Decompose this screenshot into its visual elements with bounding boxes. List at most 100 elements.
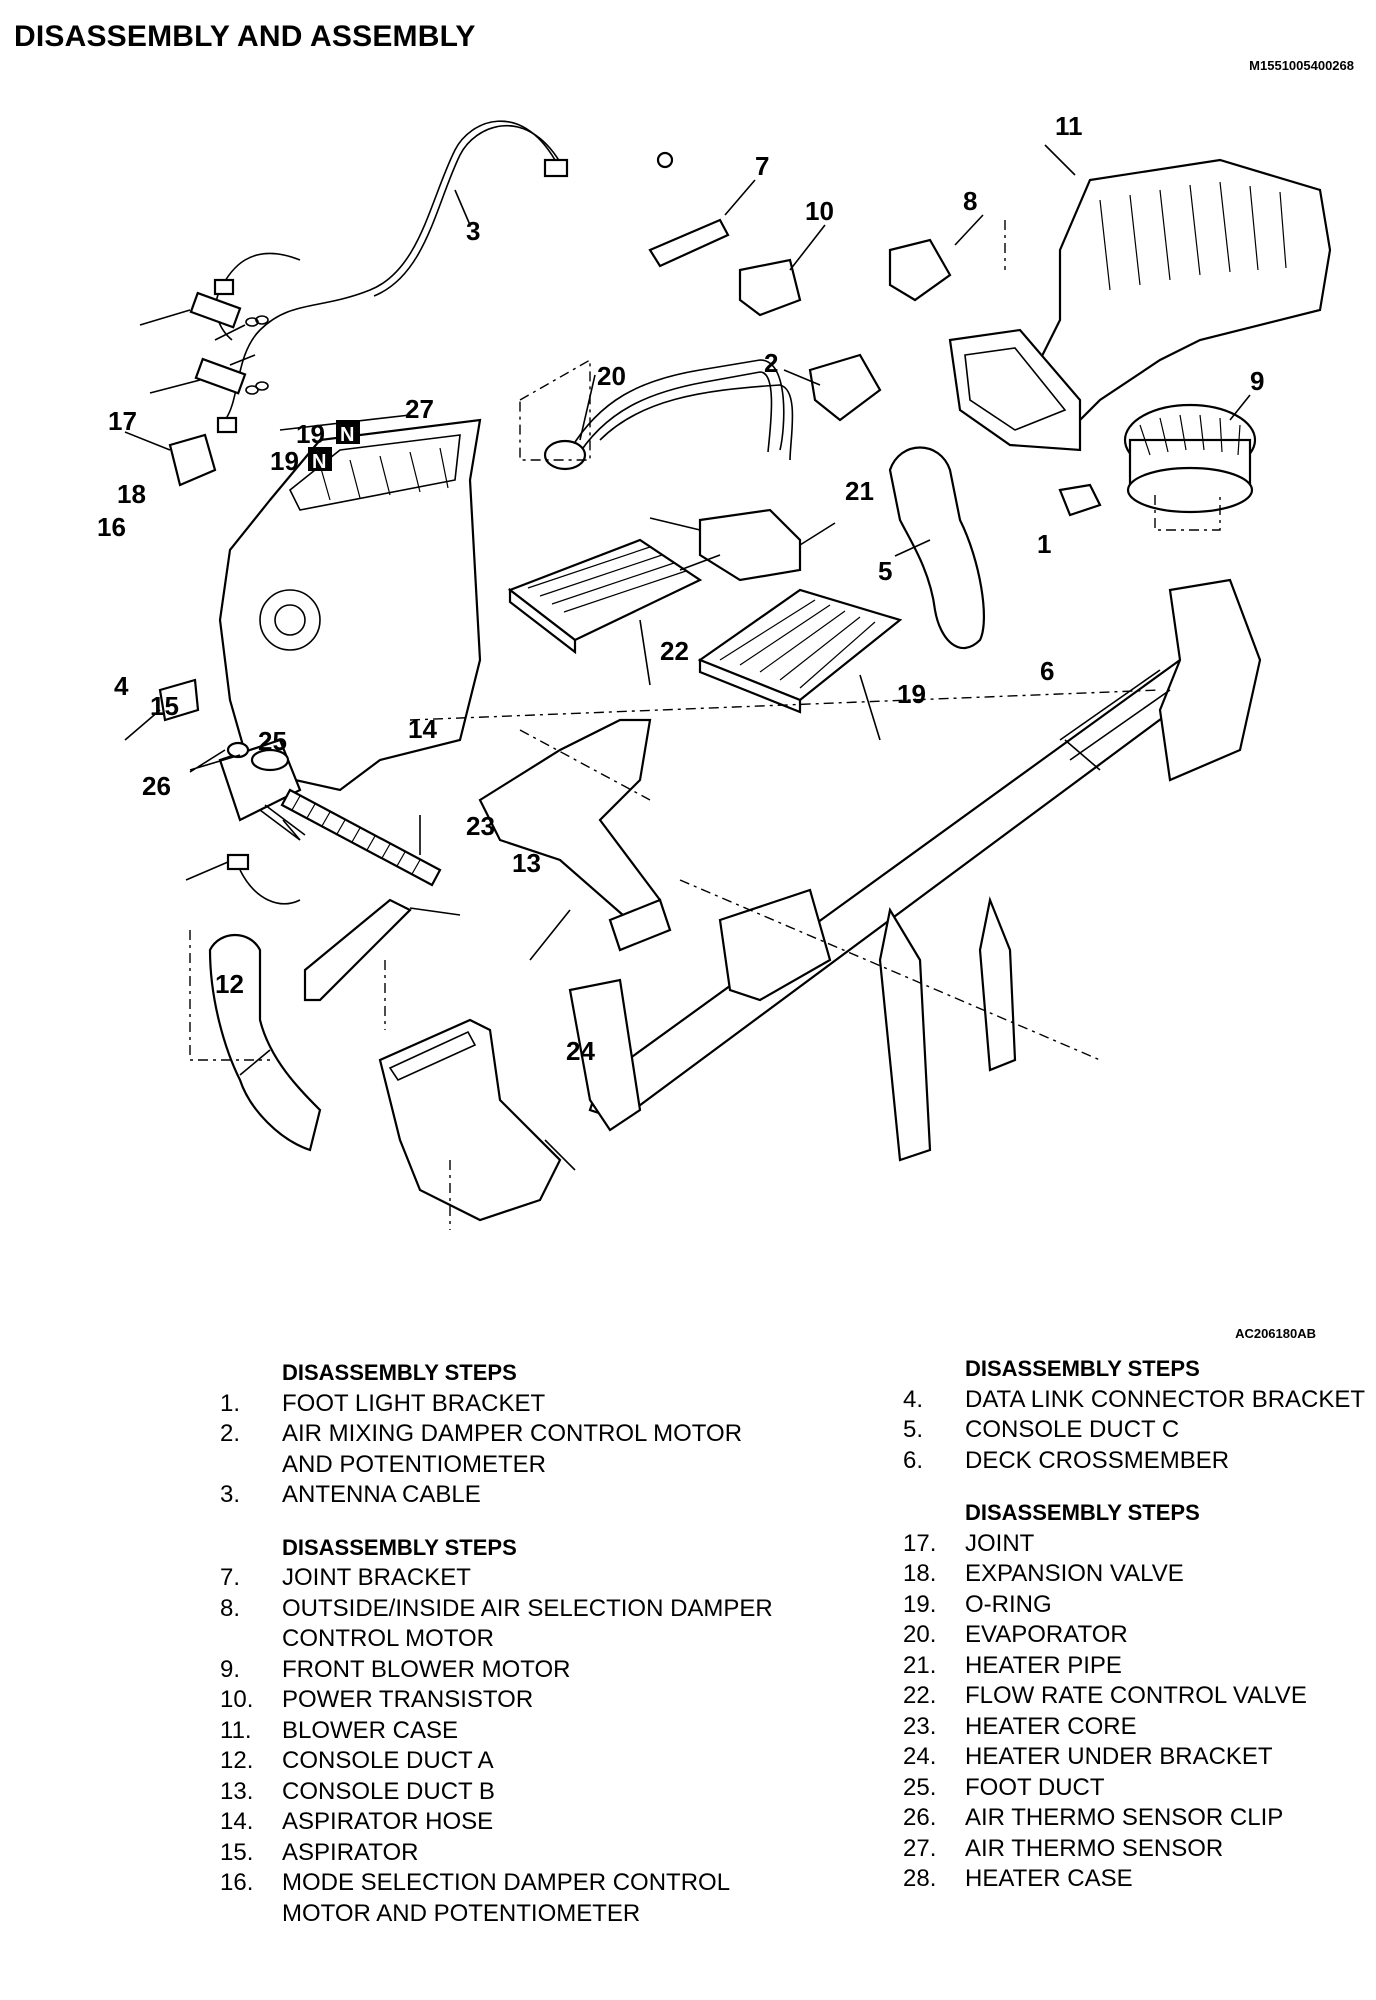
callout-21: 20 [597, 361, 626, 391]
callout-23: 22 [660, 636, 689, 666]
step-item: 4.DATA LINK CONNECTOR BRACKET [903, 1385, 1373, 1416]
step-text: ASPIRATOR HOSE [282, 1808, 494, 1835]
step-item: 24.HEATER UNDER BRACKET [903, 1742, 1373, 1773]
step-text: AIR THERMO SENSOR CLIP [965, 1804, 1284, 1831]
step-text: EXPANSION VALVE [965, 1560, 1184, 1587]
step-item: 10. POWER TRANSISTOR [220, 1685, 780, 1716]
callout-1: 1 [1037, 529, 1051, 559]
step-number: 7. [220, 1564, 241, 1591]
console-duct-a [208, 934, 322, 1152]
callout-25: 24 [566, 1036, 595, 1066]
step-item: 17.JOINT [903, 1529, 1373, 1560]
callout-13: 13 [512, 848, 541, 878]
step-item: 28. HEATER CASE [903, 1864, 1373, 1895]
blower-case [948, 158, 1332, 452]
step-item: 18. EXPANSION VALVE [903, 1559, 1373, 1590]
new-part-mark: N [340, 424, 354, 446]
flow-rate-control-valve [649, 508, 802, 582]
deck-crossmember [568, 578, 1262, 1162]
callout-18: 18 [117, 479, 146, 509]
assembly-lines [189, 220, 1161, 1230]
small-parts [648, 151, 1102, 517]
step-number: 5. [903, 1416, 924, 1443]
callout-11: 11 [1055, 111, 1083, 141]
step-text: DECK CROSSMEMBER [965, 1446, 1230, 1474]
step-text: BLOWER CASE [282, 1716, 459, 1744]
step-number: 9. [220, 1655, 241, 1683]
step-text: HEATER UNDER BRACKET [965, 1743, 1273, 1770]
step-text: JOINT BRACKET [282, 1564, 471, 1591]
callout-10: 10 [805, 196, 834, 226]
step-number: 10. [220, 1686, 254, 1713]
step-text: DATA LINK CONNECTOR BRACKET [965, 1385, 1366, 1413]
step-item: 19.O-RING [903, 1590, 1373, 1621]
page-title: DISASSEMBLY AND ASSEMBLY [14, 20, 476, 53]
step-item: 20.EVAPORATOR [903, 1620, 1373, 1651]
callout-20: 19 [897, 679, 926, 709]
callout-16: 16 [97, 512, 126, 542]
document-code: M1551005400268 [1249, 58, 1354, 73]
step-number: 1. [220, 1389, 241, 1417]
callout-22: 21 [845, 476, 874, 506]
callout-8: 8 [963, 186, 977, 216]
step-item: 26. AIR THERMO SENSOR CLIP [903, 1803, 1373, 1834]
step-item: 22.FLOW RATE CONTROL VALVE [903, 1681, 1373, 1712]
step-text: OUTSIDE/INSIDE AIR SELECTION DAMPER CONT… [282, 1594, 773, 1653]
callout-17: 17 [108, 406, 137, 436]
step-number: 15. [220, 1838, 254, 1866]
callout-14: 14 [408, 714, 437, 744]
antenna-cable [213, 120, 569, 434]
step-text: CONSOLE DUCT B [282, 1777, 495, 1805]
step-number: 28. [903, 1865, 937, 1892]
callout-27: 26 [142, 771, 171, 801]
aspirator-hose [280, 788, 442, 887]
heater-pipe [543, 359, 794, 471]
step-item: 14. ASPIRATOR HOSE [220, 1807, 780, 1838]
steps-group: DISASSEMBLY STEPS 7. JOINT BRACKET 8. OUTSID… [220, 1533, 780, 1930]
step-number: 23. [903, 1712, 937, 1740]
step-number: 20. [903, 1621, 937, 1648]
step-number: 14. [220, 1808, 254, 1835]
steps-heading: DISASSEMBLY STEPS [965, 1500, 1200, 1525]
data-link-bracket [158, 678, 200, 722]
step-number: 3. [220, 1481, 241, 1508]
callout-7: 7 [755, 151, 769, 181]
step-item: 2.AIR MIXING DAMPER CONTROL MOTOR AND PO… [220, 1419, 780, 1480]
step-number: 17. [903, 1529, 937, 1557]
new-part-badge [308, 447, 332, 471]
step-item: 5.CONSOLE DUCT C [903, 1415, 1373, 1446]
leader-lines [124, 144, 1251, 1171]
step-number: 18. [903, 1560, 937, 1587]
step-item: 11.BLOWER CASE [220, 1716, 780, 1747]
exploded-diagram: 11 7 8 10 3 2 9 20 27 17 19 19 18 16 21 … [97, 111, 1332, 1230]
steps-column-right: DISASSEMBLY STEPS 4.DATA LINK CONNECTOR B… [903, 1354, 1373, 1917]
step-item: 13.CONSOLE DUCT B [220, 1777, 780, 1808]
step-text: HEATER CASE [965, 1865, 1133, 1892]
evaporator [697, 588, 903, 714]
callout-24: 23 [466, 811, 495, 841]
step-text: AIR THERMO SENSOR [965, 1834, 1224, 1862]
foot-duct [378, 1018, 562, 1222]
step-item: 3.ANTENNA CABLE [220, 1480, 780, 1511]
step-text: POWER TRANSISTOR [282, 1686, 534, 1713]
step-number: 16. [220, 1869, 254, 1896]
step-text: ASPIRATOR [282, 1838, 419, 1866]
step-number: 26. [903, 1804, 937, 1831]
callout-2: 2 [764, 348, 778, 378]
new-part-badges: N N [308, 420, 360, 473]
step-number: 8. [220, 1594, 241, 1622]
mode-selection-motor [168, 433, 217, 487]
step-text: FOOT DUCT [965, 1773, 1105, 1801]
callout-numbers: 11 7 8 10 3 2 9 20 27 17 19 19 18 16 21 … [97, 111, 1264, 1066]
step-number: 19. [903, 1590, 937, 1618]
heater-core [507, 538, 703, 655]
steps-heading: DISASSEMBLY STEPS [282, 1534, 517, 1560]
step-text: HEATER CORE [965, 1712, 1137, 1740]
new-part-badge [336, 420, 360, 444]
callout-12: 12 [215, 969, 244, 999]
step-item: 12.CONSOLE DUCT A [220, 1746, 780, 1777]
